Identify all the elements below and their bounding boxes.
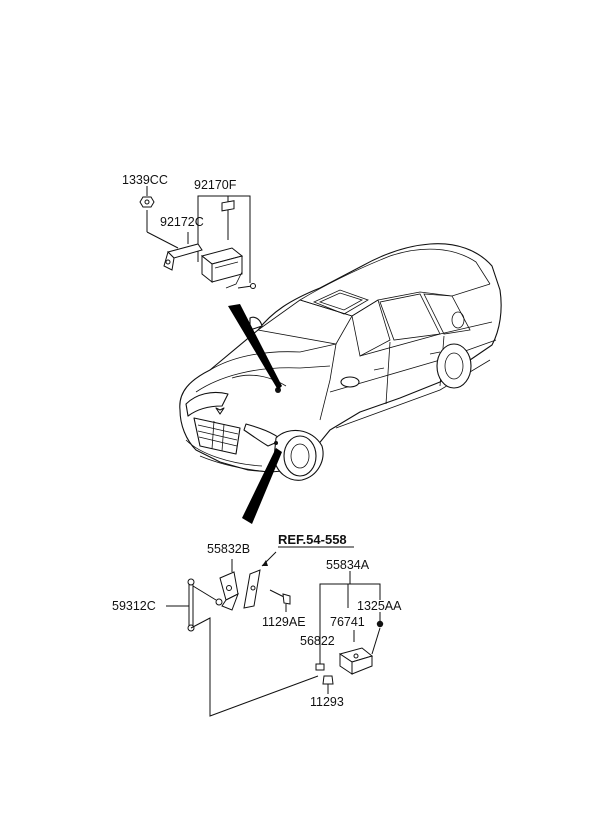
label-55834a: 55834A xyxy=(326,558,370,572)
vehicle-illustration xyxy=(179,243,502,481)
bracket-92172c-part xyxy=(163,243,203,271)
upper-assembly xyxy=(139,186,256,289)
nut-1339cc-part xyxy=(139,196,155,208)
ref-bracket-part xyxy=(243,569,261,609)
module-92170f-part xyxy=(200,200,256,289)
lower-assembly xyxy=(166,551,384,717)
label-1129ae: 1129AE xyxy=(262,615,306,629)
nut-1325aa-part xyxy=(376,620,384,628)
label-56822: 56822 xyxy=(300,634,335,648)
label-92170f: 92170F xyxy=(194,178,237,192)
label-59312c: 59312C xyxy=(112,599,156,613)
pointer-arrow-upper xyxy=(228,304,282,390)
label-ref-54-558[interactable]: REF.54-558 xyxy=(278,532,347,547)
pointer-arrow-lower xyxy=(242,448,282,524)
link-59312c-part xyxy=(187,578,223,632)
label-11293: 11293 xyxy=(310,695,344,709)
bolt-11293-part xyxy=(322,675,334,694)
label-1325aa: 1325AA xyxy=(357,599,402,613)
bolt-1129ae-part xyxy=(269,589,291,605)
sensor-55832b-part xyxy=(219,571,239,611)
bracket-76741-part xyxy=(338,647,374,675)
label-76741: 76741 xyxy=(330,615,365,629)
label-92172c: 92172C xyxy=(160,215,204,229)
washer-56822-part xyxy=(315,663,325,671)
label-1339cc: 1339CC xyxy=(122,173,168,187)
label-55832b: 55832B xyxy=(207,542,250,556)
